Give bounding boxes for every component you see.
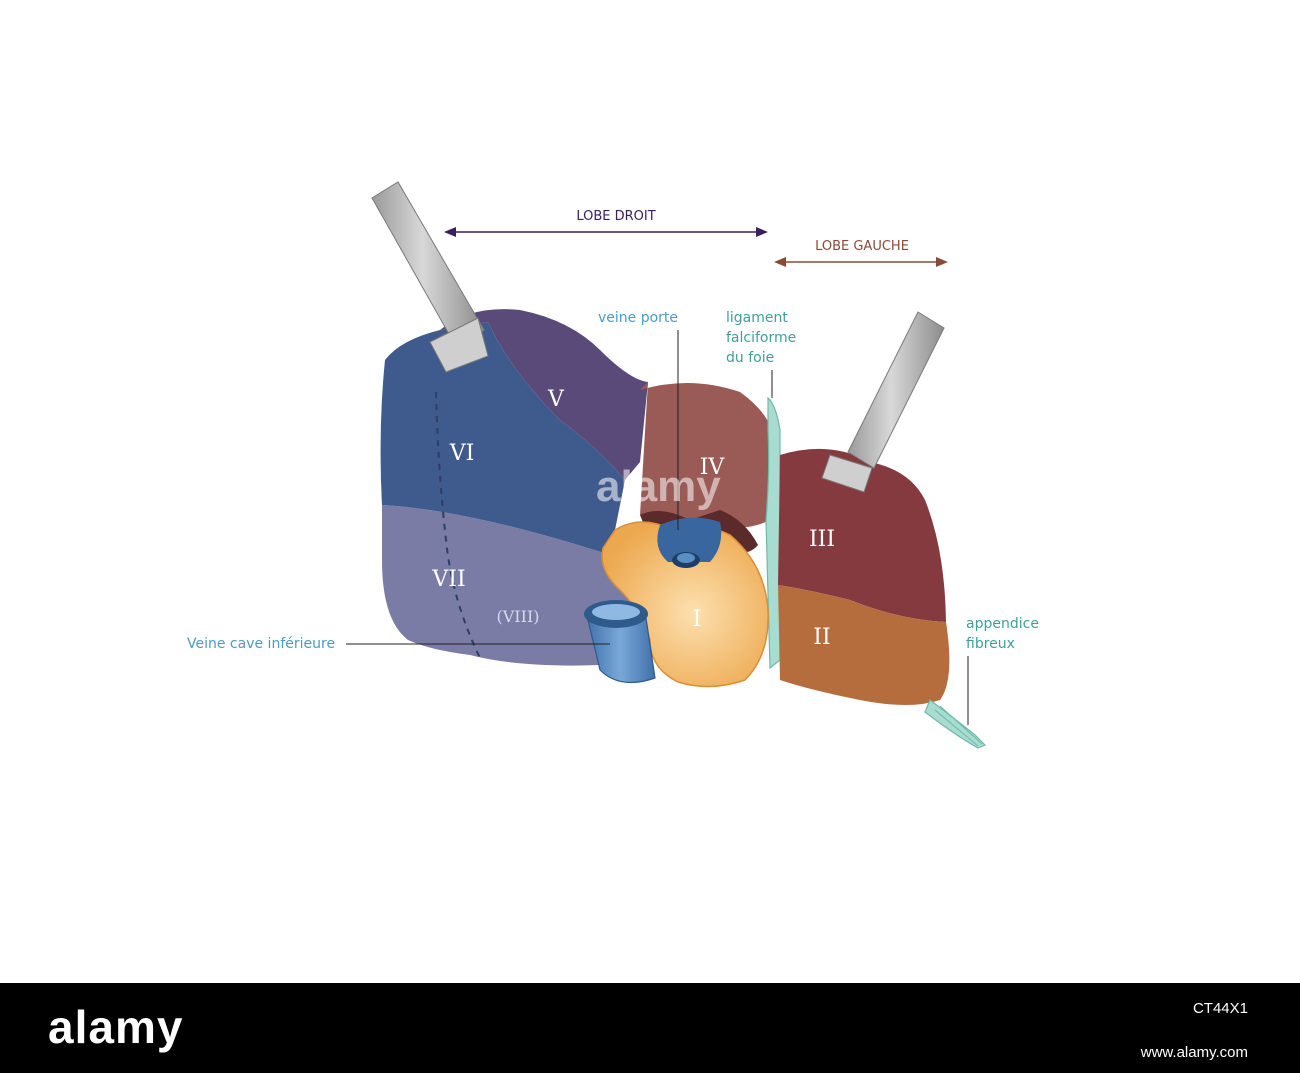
veine-cave-label: Veine cave inférieure <box>187 636 335 652</box>
segment-iii-label: III <box>809 527 835 552</box>
left-retractor-tool <box>371 181 489 373</box>
segment-viii-label: (VIII) <box>497 607 540 626</box>
liver-illustration: LOBE DROIT LOBE GAUCHE <box>187 181 1039 749</box>
lobe-droit-label: LOBE DROIT <box>576 209 655 224</box>
segment-vii-label: VII <box>431 567 465 592</box>
left-lobe <box>778 448 987 749</box>
segment-i-label: I <box>693 607 702 632</box>
right-retractor-tool <box>821 311 945 493</box>
segment-fissure-line <box>435 391 481 659</box>
appendice-fibreux-shape <box>924 699 987 749</box>
lobe-gauche-label: LOBE GAUCHE <box>815 239 909 254</box>
veine-porte-label: veine porte <box>598 310 678 326</box>
ligament-falciforme <box>765 396 781 670</box>
footer-logo: alamy <box>48 1001 184 1053</box>
segment-iii-region <box>778 448 946 622</box>
ligament-label-line-1: ligament <box>726 310 788 326</box>
segment-ii-region <box>778 585 950 705</box>
segment-iv-region <box>640 382 772 528</box>
footer-site: www.alamy.com <box>1140 1044 1248 1061</box>
right-lobe <box>380 309 648 666</box>
segment-v-label: V <box>547 387 565 412</box>
segment-ii-label: II <box>813 625 830 650</box>
lobe-gauche-arrow <box>774 257 948 267</box>
segment-v-region <box>440 309 648 480</box>
appendice-label-line-1: appendice <box>966 616 1039 632</box>
ligament-label-line-2: falciforme <box>726 330 796 346</box>
segment-iv-label: IV <box>700 455 726 480</box>
segment-vii-region <box>382 505 640 666</box>
lobe-droit-arrow <box>444 227 768 237</box>
footer-image-id: CT44X1 <box>1192 1000 1248 1017</box>
segment-vi-label: VI <box>449 441 475 466</box>
veine-porte-vessel <box>657 517 722 568</box>
veine-cave-vessel <box>584 600 656 684</box>
appendice-label-line-2: fibreux <box>966 636 1015 652</box>
ligament-label-line-3: du foie <box>726 350 774 366</box>
stock-footer-bar <box>0 983 1300 1073</box>
segment-vi-region <box>380 322 625 555</box>
watermark-text: alamy <box>596 462 721 511</box>
